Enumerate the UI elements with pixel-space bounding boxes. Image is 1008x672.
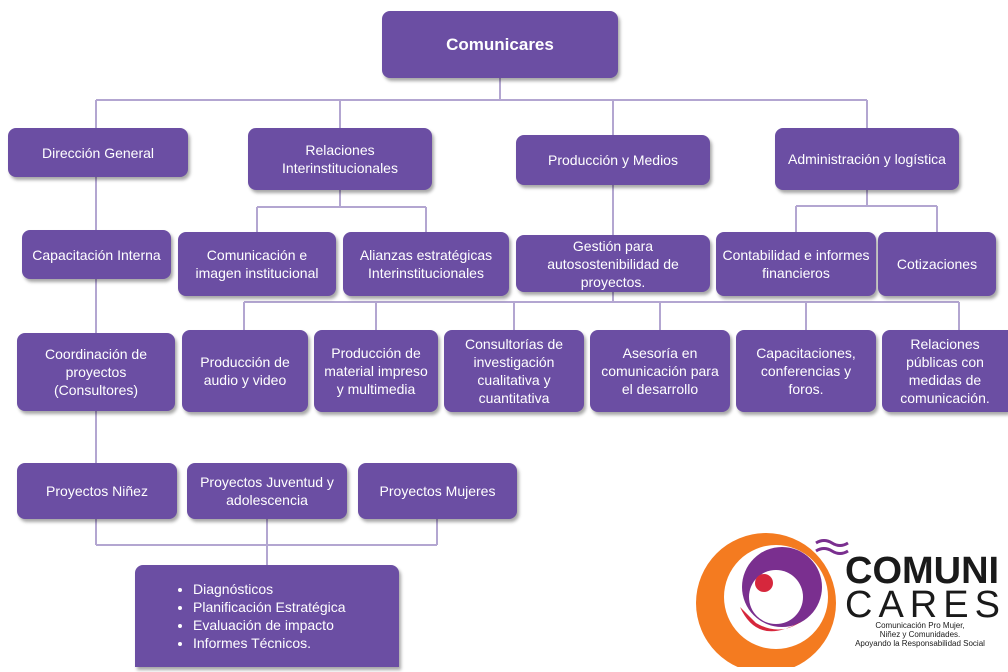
prod-material-label: Producción de material impreso y multime… <box>324 345 428 397</box>
comunicacion-label: Comunicación e imagen institucional <box>195 247 319 281</box>
proy-juventud-label: Proyectos Juventud y adolescencia <box>200 474 334 508</box>
service-item: Planificación Estratégica <box>193 598 346 616</box>
administracion-label: Administración y logística <box>788 151 946 167</box>
node-produccion-audio-video: Producción de audio y video <box>182 330 308 412</box>
node-produccion-material: Producción de material impreso y multime… <box>314 330 438 412</box>
node-gestion-autosostenibilidad: Gestión para autosostenibilidad de proye… <box>516 235 710 292</box>
proy-mujeres-label: Proyectos Mujeres <box>379 483 496 499</box>
gestion-label: Gestión para autosostenibilidad de proye… <box>547 237 679 290</box>
node-proyectos-juventud: Proyectos Juventud y adolescencia <box>187 463 347 519</box>
node-cotizaciones: Cotizaciones <box>878 232 996 296</box>
consultorias-label: Consultorías de investigación cualitativ… <box>464 336 564 406</box>
relaciones-publicas-label: Relaciones públicas con medidas de comun… <box>900 336 990 406</box>
node-capacitacion-interna: Capacitación Interna <box>22 230 171 279</box>
services-list: Diagnósticos Planificación Estratégica E… <box>163 580 346 652</box>
node-produccion-medios: Producción y Medios <box>516 135 710 185</box>
logo-emblem-icon: COMUNI CARES Comunicación Pro Mujer, Niñ… <box>696 533 1006 672</box>
node-contabilidad: Contabilidad e informes financieros <box>716 232 876 296</box>
comunicares-logo: COMUNI CARES Comunicación Pro Mujer, Niñ… <box>690 525 1008 672</box>
logo-tagline-1: Comunicación Pro Mujer, <box>875 621 964 630</box>
node-relaciones-publicas: Relaciones públicas con medidas de comun… <box>882 330 1008 412</box>
coordinacion-label: Coordinación de proyectos (Consultores) <box>45 346 147 398</box>
logo-tagline-3: Apoyando la Responsabilidad Social <box>855 639 985 648</box>
node-proyectos-ninez: Proyectos Niñez <box>17 463 177 519</box>
logo-text-cares: CARES <box>845 584 1006 626</box>
service-item: Evaluación de impacto <box>193 616 346 634</box>
prod-audio-label: Producción de audio y video <box>200 354 290 388</box>
relaciones-label: Relaciones Interinstitucionales <box>282 142 398 176</box>
cotizaciones-label: Cotizaciones <box>896 256 978 272</box>
node-direccion-general: Dirección General <box>8 128 188 177</box>
node-proyectos-mujeres: Proyectos Mujeres <box>358 463 517 519</box>
node-services-list: Diagnósticos Planificación Estratégica E… <box>135 565 399 667</box>
logo-text-comuni: COMUNI <box>845 550 999 592</box>
asesoria-label: Asesoría en comunicación para el desarro… <box>601 345 719 397</box>
root-label: Comunicares <box>446 34 554 54</box>
service-item: Informes Técnicos. <box>193 634 346 652</box>
node-alianzas-estrategicas: Alianzas estratégicas Interinstitucional… <box>343 232 509 296</box>
direccion-label: Dirección General <box>41 144 155 161</box>
logo-tagline-2: Niñez y Comunidades. <box>880 630 960 639</box>
node-administracion-logistica: Administración y logística <box>775 128 959 190</box>
capacitaciones-label: Capacitaciones, conferencias y foros. <box>756 345 856 397</box>
alianzas-label: Alianzas estratégicas Interinstitucional… <box>359 247 493 281</box>
capacitacion-label: Capacitación Interna <box>32 246 161 263</box>
node-consultorias: Consultorías de investigación cualitativ… <box>444 330 584 412</box>
node-asesoria: Asesoría en comunicación para el desarro… <box>590 330 730 412</box>
node-capacitaciones: Capacitaciones, conferencias y foros. <box>736 330 876 412</box>
node-comunicacion-imagen: Comunicación e imagen institucional <box>178 232 336 296</box>
service-item: Diagnósticos <box>193 580 346 598</box>
proy-ninez-label: Proyectos Niñez <box>46 483 148 499</box>
root-node-comunicares: Comunicares <box>382 11 618 78</box>
contabilidad-label: Contabilidad e informes financieros <box>722 247 870 281</box>
produccion-label: Producción y Medios <box>548 152 678 168</box>
node-relaciones-interinstitucionales: Relaciones Interinstitucionales <box>248 128 432 190</box>
node-coordinacion-proyectos: Coordinación de proyectos (Consultores) <box>17 333 175 411</box>
